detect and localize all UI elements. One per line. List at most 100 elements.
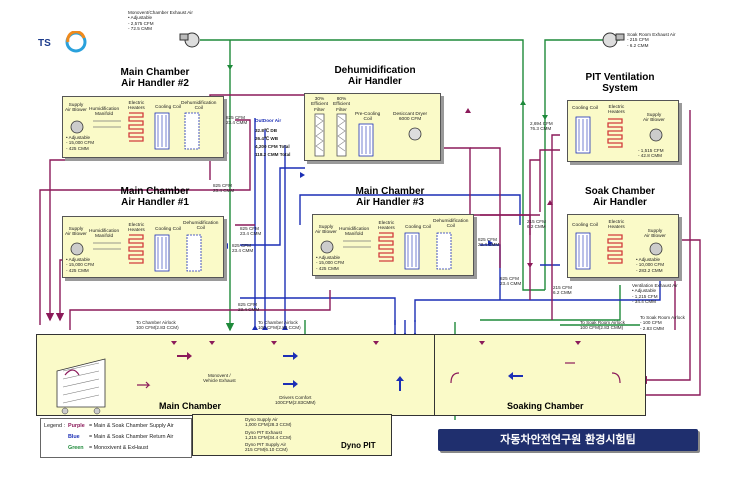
main-chamber: Main Chamber Monovent / Vehicle Exhaust … — [36, 334, 436, 416]
arrow-icon — [283, 380, 298, 388]
ts-logo-text: TS — [38, 38, 51, 49]
soaking-chamber-name: Soaking Chamber — [507, 401, 584, 411]
title-ah2: Main Chamber Air Handler #2 — [120, 67, 190, 89]
ah3-supply-blower-label: Supply Air Blower — [315, 225, 337, 236]
flow-label-1: 825 CFM 23.4 CMM — [226, 115, 248, 126]
driver-comfort-label: Drivers Comfort 100CFM(2.83CMM) — [275, 395, 316, 406]
filter80-label: 80% Efficient Filter — [333, 97, 350, 113]
blower-icon — [649, 242, 663, 256]
filter-icon — [336, 113, 347, 157]
flow-label-8: 215 CFM 6.2 CMM — [553, 285, 572, 296]
dehum-coil-icon — [184, 112, 200, 150]
legend-title: Legend : — [44, 423, 65, 429]
dehumidification-air-handler: 30% Efficient Filter 80% Efficient Filte… — [304, 93, 441, 161]
title-soak: Soak Chamber Air Handler — [584, 186, 656, 208]
ah2-supply-blower-label: Supply Air Blower — [65, 103, 87, 114]
airlock-label-main2: To Chamber Airlock 100 CFM(2.83 CCM) — [258, 320, 301, 331]
team-banner-text: 자동차안전연구원 환경시험팀 — [500, 433, 636, 446]
legend-purple-desc: = Main & Soak Chamber Supply Air — [89, 423, 174, 429]
flow-label-4: 825 CFM 23.4 CMM — [232, 243, 254, 254]
ah3-humid-label: Humidification Manifold — [339, 227, 370, 238]
arrow-icon — [508, 372, 523, 380]
dyno-pit-name: Dyno PIT — [341, 441, 376, 450]
pit-heaters-label: Electric Heaters — [608, 105, 625, 116]
ah2-spec: • Adjustable - 15,000 CFM - 425 CMM — [66, 135, 95, 151]
filter-icon — [314, 113, 325, 157]
legend-blue-desc: = Main & Soak Chamber Return Air — [89, 434, 174, 440]
ah3-cooling-label: Cooling Coil — [405, 225, 431, 230]
soak-exhaust-spec: Soak Room Exhaust Air - 215 CFM - 6.2 CM… — [627, 32, 676, 48]
dehum-coil-icon — [436, 232, 452, 270]
blower-icon — [70, 242, 84, 256]
ah1-supply-blower-label: Supply Air Blower — [65, 227, 87, 238]
heater-icon — [607, 118, 623, 148]
ah1-components — [70, 234, 202, 272]
ah3-components — [320, 232, 452, 270]
pit-ventilation-system: Cooling Coil Electric Heaters Supply Air… — [567, 100, 679, 162]
outdoor-row-3: 4,200 CFM Total — [255, 144, 290, 149]
monovent-label: Monovent / Vehicle Exhaust — [203, 373, 236, 384]
soak-components — [575, 232, 663, 270]
flow-label-6: 2,694 CFM 76.3 CMM — [530, 121, 553, 132]
ts-logo: TS — [32, 31, 102, 53]
ah3-spec: • Adjustable - 15,000 CFM - 425 CMM — [316, 255, 345, 271]
blower-icon — [649, 128, 663, 142]
soaking-chamber: Soaking Chamber — [434, 334, 646, 416]
title-pit: PIT Ventilation System — [585, 72, 655, 94]
flow-label-9: 825 CFM 23.4 CMM — [478, 237, 500, 248]
soak-chamber-art — [450, 341, 621, 384]
flow-label-5: 825 CFM 23.4 CMM — [238, 302, 260, 313]
soak-chamber-air-handler: Cooling Coil Electric Heaters Supply Air… — [567, 214, 679, 278]
dyno-pit: Dyno PIT Dyno Supply Air 1,000 CFM(28.3 … — [192, 414, 392, 456]
ah1-heaters-label: Electric Heaters — [128, 223, 145, 234]
desiccant-label: Desiccant Dryer 6000 CFM — [393, 112, 428, 123]
air-handler-1: Supply Air Blower Humidification Manifol… — [62, 216, 224, 278]
airlock-label-soak: To Soak Room Airlock 100 CFM(2.83 CMM) — [580, 320, 625, 331]
pit-cooling-label: Cooling Coil — [572, 106, 598, 111]
outdoor-row-4: 118.2 CMM Total — [255, 152, 291, 157]
team-banner: 자동차안전연구원 환경시험팀 — [438, 429, 698, 451]
legend: Legend : Purple = Main & Soak Chamber Su… — [40, 418, 192, 458]
heater-icon — [128, 234, 144, 264]
filter30-label: 30% Efficient Filter — [311, 97, 328, 113]
dehum-coil-icon — [186, 234, 202, 272]
dehum-components — [314, 113, 422, 157]
dyno-supply2: Dyno PIT Supply Air 215 CFM(6.10 CCM) — [245, 442, 288, 453]
ah2-components — [70, 112, 200, 150]
legend-green-word: Green — [68, 445, 84, 451]
pit-spec: - 1,515 CFM - 42.8 CMM — [638, 148, 664, 159]
ah3-heaters-label: Electric Heaters — [378, 221, 395, 232]
ah2-humid-label: Humidification Manifold — [89, 107, 120, 118]
title-dehum: Dehumidification Air Handler — [334, 65, 416, 87]
main-exhaust-spec: Monovent/Chamber Exhaust Air • Adjustabl… — [128, 10, 193, 32]
soak-heaters-label: Electric Heaters — [608, 220, 625, 231]
dyno-supply: Dyno Supply Air 1,000 CFM(28.3 CCM) — [245, 417, 292, 428]
blower-icon — [320, 240, 334, 254]
ah1-spec: • Adjustable - 15,000 CFM - 425 CMM — [66, 257, 95, 273]
soak-spec: • Adjustable - 10,000 CFM - 283.2 CMM — [636, 257, 665, 273]
legend-purple-word: Purple — [68, 423, 85, 429]
outdoor-row-2: 26.4℃ WB — [255, 136, 279, 141]
precooling-label: Pre-Cooling Coil — [355, 112, 381, 123]
soak-cooling-label: Cooling Coil — [572, 223, 598, 228]
main-chamber-name: Main Chamber — [159, 401, 222, 411]
heater-icon — [378, 232, 394, 262]
arrow-icon — [283, 352, 298, 360]
logo-swirl-icon — [65, 31, 87, 53]
vent-exhaust-spec: Ventilation Exhaust Air • Adjustable - 1… — [632, 283, 678, 305]
arrow-icon — [396, 376, 404, 391]
soak-airlock-spec: To Soak Room Airlock - 100 CFM - 2.83 CM… — [640, 315, 685, 331]
ah1-cooling-label: Cooling Coil — [155, 227, 181, 232]
ah1-humid-label: Humidification Manifold — [89, 229, 120, 240]
title-ah3: Main Chamber Air Handler #3 — [355, 186, 425, 208]
legend-green-desc: = Monoxivent & ExHaust — [89, 445, 149, 451]
pit-components — [575, 116, 663, 154]
ah2-cooling-label: Cooling Coil — [155, 105, 181, 110]
flow-label-2: 825 CFM 23.4 CMM — [213, 183, 235, 194]
flow-label-10: 825 CFM 23.4 CMM — [500, 276, 522, 287]
ah2-heaters-label: Electric Heaters — [128, 101, 145, 112]
outdoor-air-title: OutDoor Air — [255, 118, 282, 123]
soak-blower-label: Supply Air Blower — [644, 229, 666, 240]
